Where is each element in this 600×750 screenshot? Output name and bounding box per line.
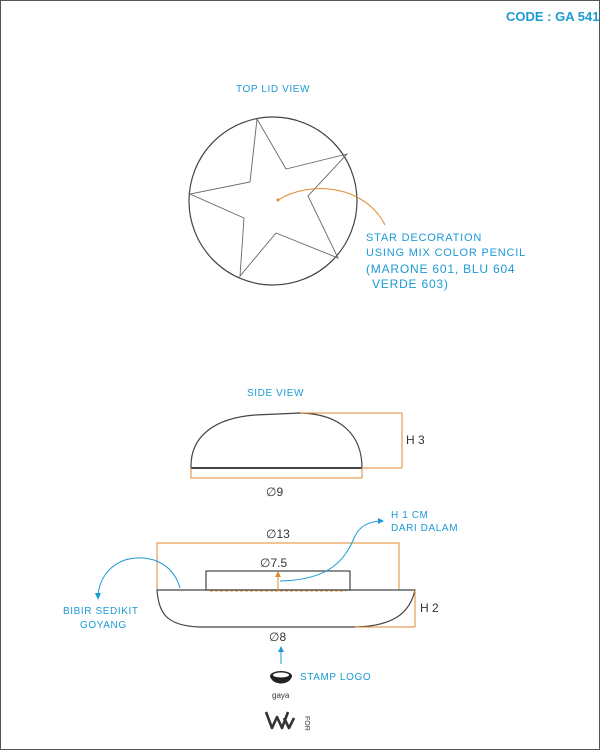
lid-height-label: H 3 [406,433,425,447]
star-leader-dot [276,198,280,202]
base-body [156,589,416,628]
wm-logo-mark [264,711,290,730]
depth-arrow-head [275,571,281,577]
base-height-label: H 2 [420,601,439,615]
lid-side-view [190,412,403,479]
top-lid-view [188,116,386,286]
depth-note-leader [279,520,381,582]
outer-diameter-bracket [156,542,400,590]
lip-note-arrowhead [95,593,101,600]
lip-note-leader [97,557,181,597]
lid-profile [190,412,363,469]
lid-diameter-label: ∅9 [266,485,283,499]
star-leader-line [277,188,386,226]
base-side-view [156,542,416,628]
stamp-logo-label: STAMP LOGO [300,672,371,683]
star-note-line1: STAR DECORATION [366,232,482,244]
gaya-logo-inner [273,672,289,678]
depth-note-arrowhead [378,518,384,524]
side-view-title: SIDE VIEW [247,388,304,399]
gaya-logo-bowl [270,676,292,684]
bottom-diameter-label: ∅8 [269,630,286,644]
lip-note-line1: BIBIR SEDIKIT [63,606,139,617]
for-logo: FOR [264,711,310,731]
star-note-line2: USING MIX COLOR PENCIL [366,247,526,259]
star-decoration [188,117,349,278]
product-code: CODE : GA 541 [506,9,599,24]
depth-note-line1: H 1 CM [391,510,429,521]
inner-diameter-label: ∅7.5 [260,556,287,570]
lip-note-line2: GOYANG [80,620,127,631]
top-view-title: TOP LID VIEW [236,84,310,95]
gaya-logo: gaya [270,671,292,700]
stamp-arrowhead [278,646,284,652]
star-note-line3: (MARONE 601, BLU 604 [366,262,515,276]
outer-diameter-label: ∅13 [266,527,290,541]
for-text: FOR [303,716,310,731]
lid-circle [188,116,358,286]
depth-note-line2: DARI DALAM [391,523,458,534]
star-note-line4: VERDE 603) [372,277,449,291]
wm-logo-mark-2 [282,717,296,730]
gaya-logo-text: gaya [272,691,290,700]
lid-diameter-bracket [190,468,363,479]
